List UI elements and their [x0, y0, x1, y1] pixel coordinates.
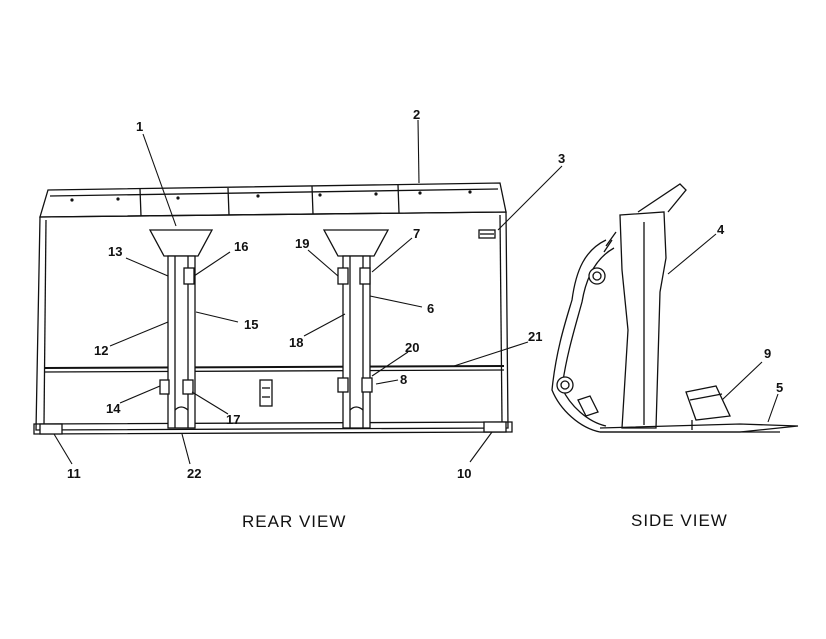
- callout-19: 19: [295, 236, 309, 251]
- callout-13: 13: [108, 244, 122, 259]
- callouts: 1 2 3 4 5 6 7 8 9 10 11 12 13 14 15 16 1…: [67, 107, 783, 481]
- side-view-caption: SIDE VIEW: [631, 511, 728, 530]
- callout-1: 1: [136, 119, 143, 134]
- callout-9: 9: [764, 346, 771, 361]
- callout-11: 11: [67, 466, 81, 481]
- callout-4: 4: [717, 222, 725, 237]
- callout-2: 2: [413, 107, 420, 122]
- callout-16: 16: [234, 239, 248, 254]
- callout-12: 12: [94, 343, 108, 358]
- callout-20: 20: [405, 340, 419, 355]
- side-view-drawing: [551, 183, 799, 433]
- callout-17: 17: [226, 412, 240, 427]
- callout-3: 3: [558, 151, 565, 166]
- rear-view-caption: REAR VIEW: [242, 512, 346, 531]
- callout-6: 6: [427, 301, 434, 316]
- callout-10: 10: [457, 466, 471, 481]
- callout-22: 22: [187, 466, 201, 481]
- callout-7: 7: [413, 226, 420, 241]
- rear-view-drawing: [33, 182, 513, 435]
- callout-8: 8: [400, 372, 407, 387]
- leader-lines: [53, 119, 779, 465]
- callout-18: 18: [289, 335, 303, 350]
- callout-15: 15: [244, 317, 258, 332]
- callout-5: 5: [776, 380, 783, 395]
- callout-14: 14: [106, 401, 121, 416]
- callout-21: 21: [528, 329, 542, 344]
